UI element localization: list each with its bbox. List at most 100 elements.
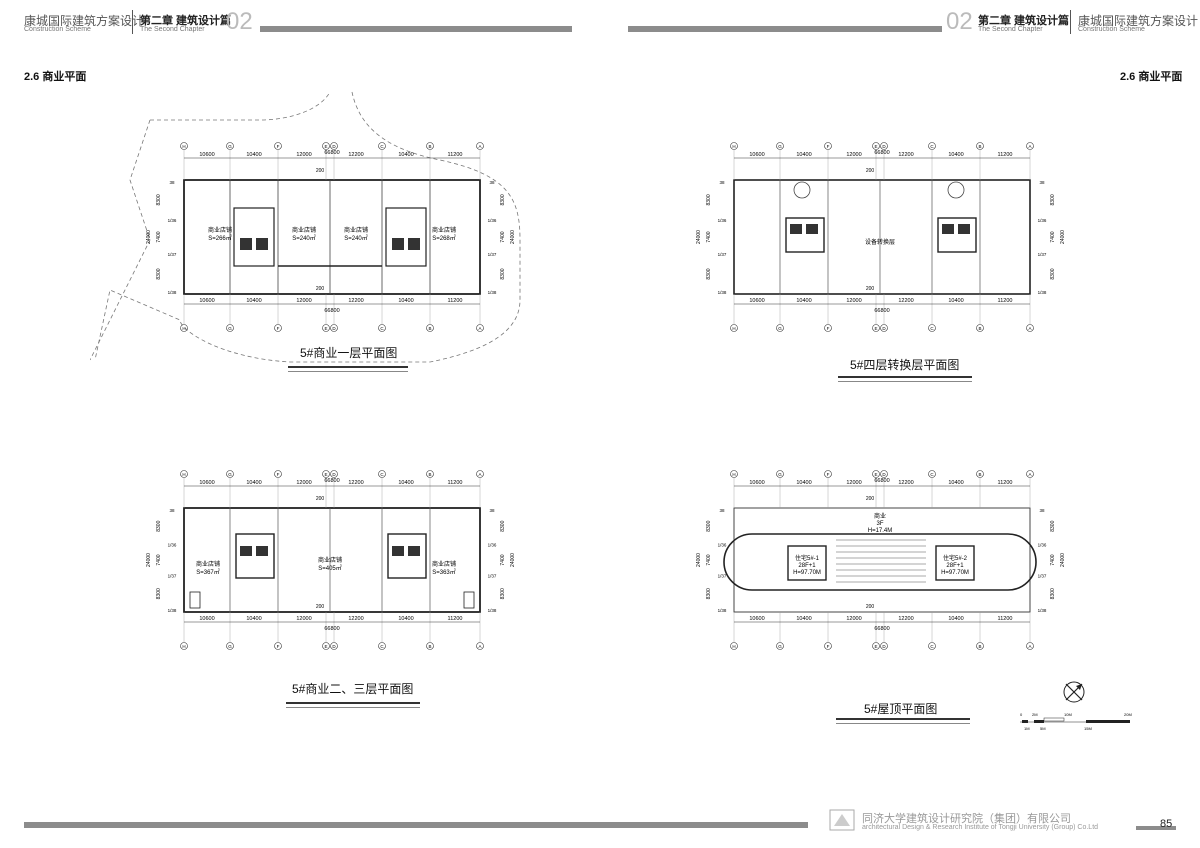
row-axis-label: 1/38	[718, 608, 727, 613]
axis-label: E	[324, 144, 327, 149]
dimension-span: 10400	[398, 298, 413, 304]
axis-bubble	[730, 470, 738, 478]
caption-transfer-floor: 5#四层转换层平面图	[850, 358, 960, 372]
dimension-span: 11200	[448, 616, 463, 622]
header-right-title: 康城国际建筑方案设计	[1078, 14, 1199, 28]
dimension-span: 10600	[199, 152, 214, 158]
dimension-span: 12000	[296, 152, 311, 158]
row-axis-label: 1/37	[168, 574, 177, 579]
axis-label: C	[930, 644, 934, 649]
footer-company-cn: 同济大学建筑设计研究院（集团）有限公司	[862, 813, 1071, 825]
p3-label-2: 商业店铺	[318, 556, 342, 564]
header-left-bar	[260, 26, 572, 32]
dimension-span: 10400	[948, 152, 963, 158]
axis-bubble	[180, 142, 188, 150]
axis-label: H	[732, 644, 735, 649]
p4-label-2: H=17.4M	[868, 528, 893, 534]
dimension-span: 12000	[846, 152, 861, 158]
axis-bubble	[426, 142, 434, 150]
axis-label: C	[380, 472, 384, 477]
header-left-chapter: 第二章 建筑设计篇	[140, 15, 232, 27]
axis-bubble	[476, 470, 484, 478]
header-right-chapter-number: 02	[946, 8, 973, 35]
header-left-chapter-en: The Second Chapter	[140, 26, 205, 33]
dimension-total: 66800	[874, 308, 889, 314]
caption-underline	[836, 718, 970, 720]
axis-bubble	[776, 642, 784, 650]
row-axis-label: 1/37	[718, 574, 727, 579]
row-axis-label: 1/36	[488, 542, 497, 547]
dimension-span: 11200	[448, 480, 463, 486]
row-axis-label: 1/36	[168, 542, 177, 547]
p4-label-6: 住宅5#-2	[943, 554, 968, 562]
dimension-span: 10600	[199, 298, 214, 304]
dimension-vertical-total: 24000	[146, 230, 152, 244]
dimension-total: 66800	[324, 308, 339, 314]
footer-bar-left	[24, 822, 808, 828]
row-axis-label: 1/37	[488, 574, 497, 579]
axis-label: B	[978, 326, 981, 331]
row-axis-label: 1/36	[1038, 218, 1047, 223]
axis-label: H	[182, 326, 185, 331]
axis-label: C	[380, 644, 384, 649]
row-axis-label: 1/38	[1038, 608, 1047, 613]
axis-bubble	[928, 142, 936, 150]
axis-label: A	[478, 144, 481, 149]
axis-label: E	[324, 326, 327, 331]
axis-bubble	[1026, 642, 1034, 650]
dimension-span: 10600	[199, 480, 214, 486]
header-right-divider	[1070, 10, 1071, 34]
caption-underline	[286, 702, 420, 704]
dimension-gap: 200	[316, 604, 325, 610]
dimension-span: 12000	[846, 298, 861, 304]
axis-label: A	[1028, 144, 1031, 149]
axis-label: G	[778, 472, 782, 477]
axis-bubble	[274, 142, 282, 150]
axis-bubble	[1026, 324, 1034, 332]
row-axis-label: 1/36	[1038, 542, 1047, 547]
axis-label: F	[277, 144, 280, 149]
axis-bubble	[976, 470, 984, 478]
axis-label: E	[874, 644, 877, 649]
dimension-span: 12200	[898, 480, 913, 486]
dimension-vertical: 7400	[706, 231, 712, 242]
axis-bubble	[226, 142, 234, 150]
dimension-vertical: 7400	[1050, 554, 1056, 565]
dimension-span: 10400	[796, 616, 811, 622]
caption-underline-thin	[286, 707, 420, 708]
axis-label: G	[228, 472, 232, 477]
axis-bubble	[274, 470, 282, 478]
axis-label: D	[882, 472, 886, 477]
page-number: 85	[1160, 818, 1173, 830]
dimension-vertical: 8300	[1050, 268, 1056, 279]
axis-bubble	[330, 324, 338, 332]
dimension-vertical-total: 24000	[510, 553, 516, 567]
axis-bubble	[426, 642, 434, 650]
axis-label: C	[930, 472, 934, 477]
header-left-title: 康城国际建筑方案设计	[24, 14, 145, 28]
dimension-vertical-total: 24000	[1060, 230, 1066, 244]
axis-bubble	[928, 642, 936, 650]
axis-label: A	[478, 644, 481, 649]
row-axis-label: 1/38	[1038, 290, 1047, 295]
scale-tick-20m: 20M	[1124, 712, 1132, 717]
row-axis-label: 1/36	[168, 218, 177, 223]
axis-bubble	[426, 470, 434, 478]
axis-label: F	[277, 326, 280, 331]
axis-bubble	[274, 642, 282, 650]
axis-label: F	[277, 472, 280, 477]
dimension-gap: 200	[316, 496, 325, 502]
scale-tick-0: 0	[1020, 712, 1023, 717]
axis-bubble	[180, 470, 188, 478]
dimension-vertical: 8300	[706, 194, 712, 205]
plan-roof-outline	[723, 507, 1037, 613]
dimension-span: 11200	[448, 152, 463, 158]
header-left-divider	[132, 10, 133, 34]
dimension-span: 10400	[948, 616, 963, 622]
p3-label-4: 商业店铺	[432, 560, 456, 568]
caption-underline	[288, 366, 408, 368]
dimension-span: 11200	[448, 298, 463, 304]
axis-bubble	[776, 142, 784, 150]
